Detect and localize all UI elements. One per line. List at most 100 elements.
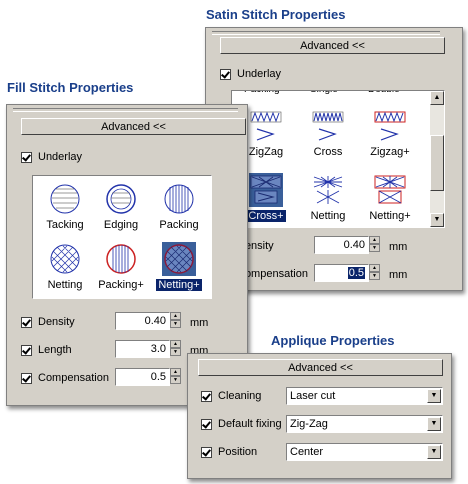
item-label: Packing+ bbox=[98, 279, 144, 291]
item-label: Netting bbox=[310, 210, 346, 222]
scroll-up-icon[interactable]: ▲ bbox=[430, 91, 444, 105]
unit-label: mm bbox=[190, 317, 209, 329]
fill-item-netting[interactable]: Netting bbox=[35, 242, 95, 291]
fill-item-edging[interactable]: Edging bbox=[91, 182, 151, 231]
divider bbox=[13, 108, 238, 112]
applique-cleaning-select[interactable]: Laser cut ▼ bbox=[286, 387, 443, 405]
svg-text:Packing: Packing bbox=[244, 90, 280, 95]
fill-length-spinner[interactable]: ▲▼ bbox=[170, 340, 181, 358]
fill-panel-title: Fill Stitch Properties bbox=[7, 80, 134, 95]
netting-plus-stitch-icon bbox=[374, 175, 406, 204]
svg-text:Single: Single bbox=[310, 90, 338, 95]
cross-plus-stitch-icon bbox=[249, 173, 283, 207]
cross-stitch-icon bbox=[312, 111, 344, 141]
fill-underlay-checkbox[interactable] bbox=[21, 152, 32, 163]
applique-fixing-checkbox[interactable] bbox=[201, 419, 212, 430]
item-label: Netting bbox=[47, 279, 83, 291]
field-value: 0.40 bbox=[343, 239, 365, 251]
netting-plus-fill-icon bbox=[162, 242, 196, 276]
applique-cleaning-label: Cleaning bbox=[218, 390, 262, 402]
fill-length-label: Length bbox=[38, 344, 72, 356]
fill-pattern-list[interactable]: Tacking Edging Packing Netting bbox=[32, 175, 212, 299]
chevron-down-icon[interactable]: ▼ bbox=[427, 417, 441, 431]
field-value: Zig-Zag bbox=[290, 418, 328, 430]
field-value: Laser cut bbox=[290, 390, 336, 402]
satin-panel-title: Satin Stitch Properties bbox=[206, 7, 346, 22]
applique-position-label: Position bbox=[218, 446, 258, 458]
satin-density-field[interactable]: 0.40 bbox=[314, 236, 369, 254]
item-label: Cross bbox=[313, 146, 343, 158]
applique-panel: Advanced << Cleaning Laser cut ▼ Default… bbox=[187, 353, 452, 479]
field-value: 0.5 bbox=[347, 267, 365, 279]
satin-item-cross[interactable]: Cross bbox=[298, 109, 358, 158]
edging-fill-icon bbox=[106, 184, 136, 214]
satin-stitch-panel: Advanced << Underlay Packing Single Double… bbox=[205, 27, 463, 291]
field-value: 0.40 bbox=[144, 315, 166, 327]
chevron-down-icon[interactable]: ▼ bbox=[427, 445, 441, 459]
applique-advanced-button[interactable]: Advanced << bbox=[198, 359, 443, 376]
fill-compensation-spinner[interactable]: ▲▼ bbox=[170, 368, 181, 386]
list-item: Packing Single Double bbox=[240, 90, 420, 95]
scroll-thumb[interactable] bbox=[430, 135, 444, 191]
satin-compensation-label: Compensation bbox=[237, 268, 308, 280]
fill-density-field[interactable]: 0.40 bbox=[115, 312, 170, 330]
satin-underlay-label: Underlay bbox=[237, 68, 282, 80]
satin-compensation-spinner[interactable]: ▲▼ bbox=[369, 264, 380, 282]
fill-item-netting-plus[interactable]: Netting+ bbox=[149, 242, 209, 292]
zigzag-plus-stitch-icon bbox=[374, 111, 406, 141]
tacking-fill-icon bbox=[50, 184, 80, 214]
field-value: 0.5 bbox=[150, 371, 166, 383]
chevron-down-icon[interactable]: ▼ bbox=[427, 389, 441, 403]
fill-length-field[interactable]: 3.0 bbox=[115, 340, 170, 358]
fill-density-label: Density bbox=[38, 316, 75, 328]
item-label: Edging bbox=[103, 219, 139, 231]
applique-fixing-label: Default fixing bbox=[218, 418, 282, 430]
netting-fill-icon bbox=[50, 244, 80, 274]
item-label: Cross+ bbox=[245, 209, 287, 223]
field-value: 3.0 bbox=[150, 343, 166, 355]
satin-item-cross-plus[interactable]: Cross+ bbox=[236, 173, 296, 223]
fill-density-spinner[interactable]: ▲▼ bbox=[170, 312, 181, 330]
fill-compensation-label: Compensation bbox=[38, 372, 109, 384]
fill-item-tacking[interactable]: Tacking bbox=[35, 182, 95, 231]
fill-density-checkbox[interactable] bbox=[21, 317, 32, 328]
applique-position-select[interactable]: Center ▼ bbox=[286, 443, 443, 461]
fill-item-packing[interactable]: Packing bbox=[149, 182, 209, 231]
unit-label: mm bbox=[389, 241, 408, 253]
applique-position-checkbox[interactable] bbox=[201, 447, 212, 458]
fill-compensation-field[interactable]: 0.5 bbox=[115, 368, 170, 386]
item-label: Packing bbox=[159, 219, 199, 231]
fill-advanced-button[interactable]: Advanced << bbox=[21, 118, 246, 135]
item-label: Zigzag+ bbox=[370, 146, 410, 158]
satin-advanced-button[interactable]: Advanced << bbox=[220, 37, 445, 54]
fill-underlay-label: Underlay bbox=[38, 151, 83, 163]
fill-length-checkbox[interactable] bbox=[21, 345, 32, 356]
satin-item-zigzag-plus[interactable]: Zigzag+ bbox=[360, 109, 420, 158]
satin-pattern-list[interactable]: Packing Single Double ZigZag Cross bbox=[231, 90, 445, 228]
satin-item-netting[interactable]: Netting bbox=[298, 173, 358, 222]
applique-cleaning-checkbox[interactable] bbox=[201, 391, 212, 402]
fill-stitch-panel: Advanced << Underlay Tacking Edging Pack… bbox=[6, 104, 248, 406]
satin-item-netting-plus[interactable]: Netting+ bbox=[360, 173, 420, 222]
field-value: Center bbox=[290, 446, 324, 458]
item-label: ZigZag bbox=[248, 146, 284, 158]
netting-stitch-icon bbox=[313, 176, 343, 204]
packing-plus-fill-icon bbox=[106, 244, 136, 274]
fill-compensation-checkbox[interactable] bbox=[21, 373, 32, 384]
applique-panel-title: Applique Properties bbox=[271, 333, 395, 348]
zigzag-stitch-icon bbox=[250, 111, 282, 141]
svg-text:Double: Double bbox=[368, 90, 400, 95]
fill-item-packing-plus[interactable]: Packing+ bbox=[91, 242, 151, 291]
unit-label: mm bbox=[389, 269, 408, 281]
divider bbox=[212, 31, 440, 35]
satin-list-scrollbar[interactable]: ▲ ▼ bbox=[430, 91, 444, 227]
satin-underlay-checkbox[interactable] bbox=[220, 69, 231, 80]
scroll-down-icon[interactable]: ▼ bbox=[430, 213, 444, 227]
satin-item-zigzag[interactable]: ZigZag bbox=[236, 109, 296, 158]
packing-fill-icon bbox=[164, 184, 194, 214]
satin-compensation-field[interactable]: 0.5 bbox=[314, 264, 369, 282]
applique-fixing-select[interactable]: Zig-Zag ▼ bbox=[286, 415, 443, 433]
item-label: Netting+ bbox=[369, 210, 411, 222]
item-label: Tacking bbox=[46, 219, 84, 231]
satin-density-spinner[interactable]: ▲▼ bbox=[369, 236, 380, 254]
